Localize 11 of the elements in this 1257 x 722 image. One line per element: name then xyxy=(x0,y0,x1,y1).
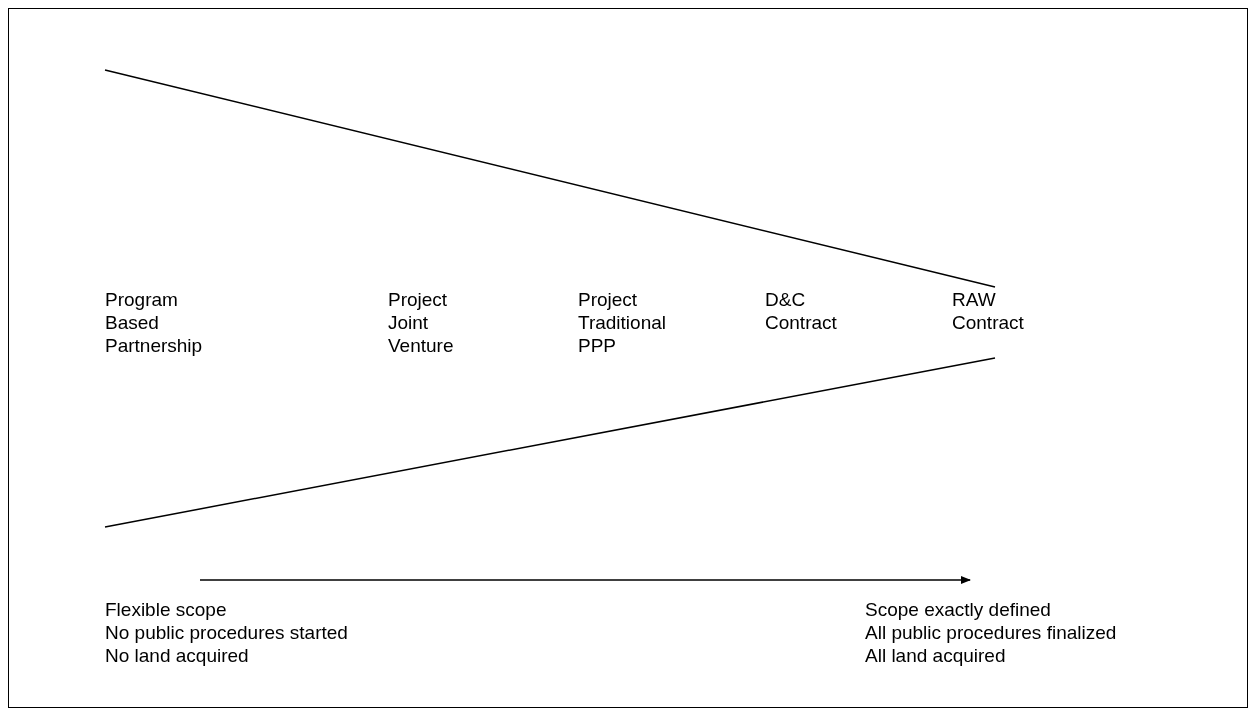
condition-text: All public procedures finalized xyxy=(865,621,1117,644)
contract-type-label: Project Joint Venture xyxy=(388,288,454,357)
condition-text: No land acquired xyxy=(105,644,249,667)
condition-text: Flexible scope xyxy=(105,598,227,621)
contract-type-label: D&C Contract xyxy=(765,288,837,334)
contract-type-label: RAW Contract xyxy=(952,288,1024,334)
condition-text: No public procedures started xyxy=(105,621,348,644)
contract-type-label: Project Traditional PPP xyxy=(578,288,666,357)
contract-type-label: Program Based Partnership xyxy=(105,288,203,357)
condition-text: Scope exactly defined xyxy=(865,598,1051,621)
condition-text: All land acquired xyxy=(865,644,1006,667)
